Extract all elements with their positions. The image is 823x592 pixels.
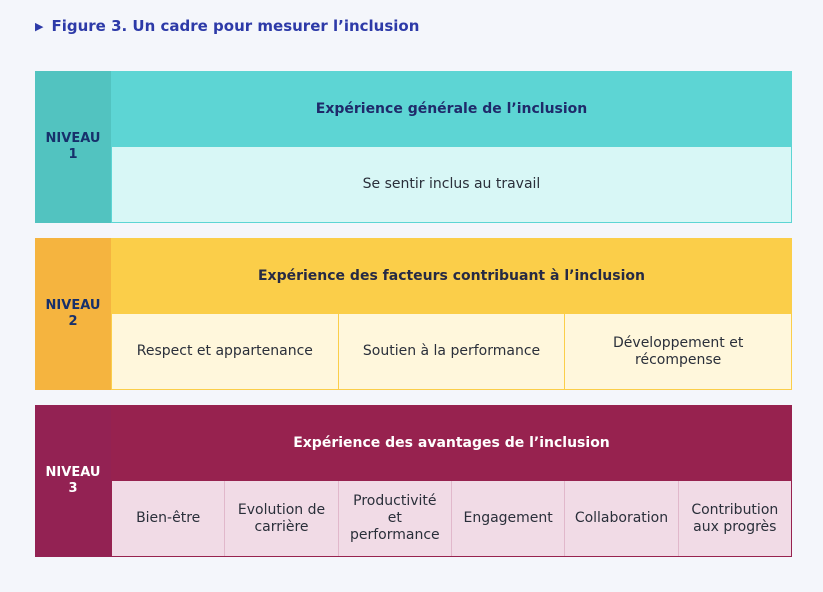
level-3-item: Contribution aux progrès bbox=[677, 481, 791, 556]
level-1-label-word: NIVEAU bbox=[45, 131, 101, 146]
level-2-heading: Expérience des facteurs contribuant à l’… bbox=[111, 238, 792, 314]
level-1-label-number: 1 bbox=[68, 147, 78, 162]
level-2-block: NIVEAU 2 Expérience des facteurs contrib… bbox=[35, 238, 792, 390]
figure-title: ▶ Figure 3. Un cadre pour mesurer l’incl… bbox=[35, 17, 419, 35]
level-3-heading: Expérience des avantages de l’inclusion bbox=[111, 405, 792, 481]
level-3-block: NIVEAU 3 Expérience des avantages de l’i… bbox=[35, 405, 792, 557]
level-2-label-word: NIVEAU bbox=[45, 298, 101, 313]
level-3-label-number: 3 bbox=[68, 481, 78, 496]
level-2-item: Respect et appartenance bbox=[112, 314, 338, 389]
level-1-heading: Expérience générale de l’inclusion bbox=[111, 71, 792, 147]
level-2-item: Développement et récompense bbox=[564, 314, 792, 389]
level-2-item: Soutien à la performance bbox=[337, 314, 565, 389]
figure-title-text: Figure 3. Un cadre pour mesurer l’inclus… bbox=[51, 17, 420, 35]
level-3-label: NIVEAU 3 bbox=[35, 405, 111, 557]
level-3-item: Engagement bbox=[450, 481, 565, 556]
level-1-label: NIVEAU 1 bbox=[35, 71, 111, 223]
level-2-label-number: 2 bbox=[68, 314, 78, 329]
level-1-item: Se sentir inclus au travail bbox=[362, 176, 541, 192]
level-3-item: Collaboration bbox=[564, 481, 678, 556]
level-3-item: Evolution de carrière bbox=[224, 481, 338, 556]
level-3-item: Bien-être bbox=[112, 481, 225, 556]
level-2-label: NIVEAU 2 bbox=[35, 238, 111, 390]
triangle-right-icon: ▶ bbox=[35, 19, 44, 33]
level-1-block: NIVEAU 1 Expérience générale de l’inclus… bbox=[35, 71, 792, 223]
level-3-label-word: NIVEAU bbox=[45, 465, 101, 480]
level-3-item: Productivité et performance bbox=[337, 481, 451, 556]
